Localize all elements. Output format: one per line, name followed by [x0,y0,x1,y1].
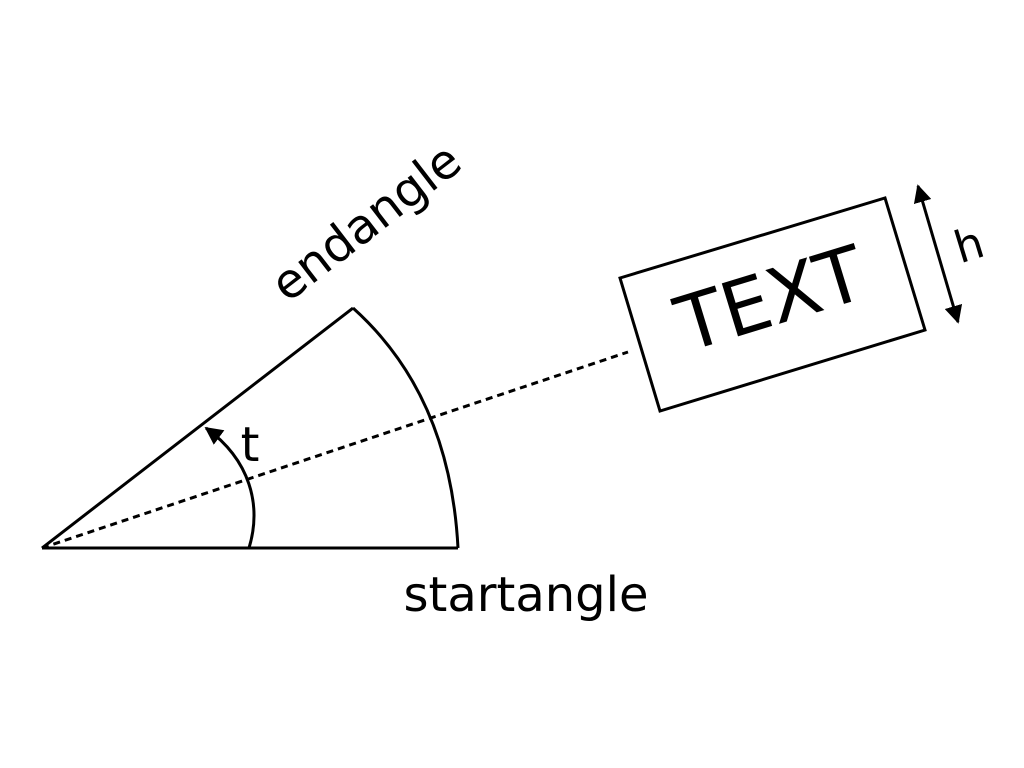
angle-arrow [204,426,256,549]
height-label: h [948,217,990,274]
sector-arc [351,306,460,549]
theta-label: t [241,417,260,473]
bisector-dashed-line [41,350,629,550]
startangle-label: startangle [404,567,649,623]
text-box-label: TEXT [665,228,876,370]
sector-end-edge [41,306,354,550]
text-box [618,196,927,413]
endangle-label: endangle [261,132,472,313]
height-arrow [913,184,963,324]
